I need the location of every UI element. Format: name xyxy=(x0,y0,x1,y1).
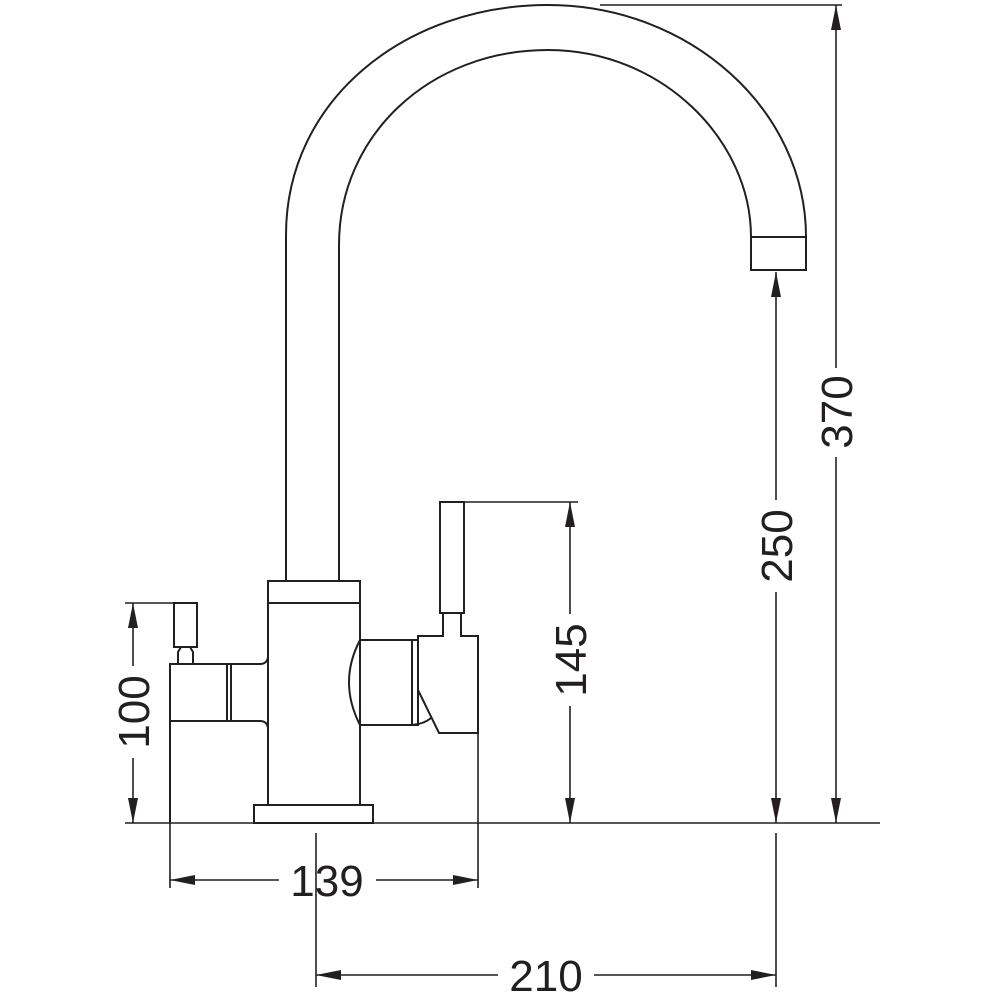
spout xyxy=(285,3,807,581)
dimension-label-370: 370 xyxy=(813,375,862,448)
dimension-label-145: 145 xyxy=(547,623,596,696)
main-body xyxy=(253,580,374,824)
dimension-139: 139 xyxy=(170,857,478,906)
left-handle xyxy=(169,602,269,823)
spout-nozzle xyxy=(750,236,807,271)
dimension-label-139: 139 xyxy=(290,857,363,906)
dimension-100: 100 xyxy=(110,603,159,823)
base-plate xyxy=(253,804,374,824)
dimension-label-210: 210 xyxy=(509,952,582,1000)
dimension-370: 370 xyxy=(813,5,862,823)
dimension-label-100: 100 xyxy=(110,675,159,748)
dimension-label-250: 250 xyxy=(753,509,802,582)
dimension-250: 250 xyxy=(753,272,802,823)
dimension-145: 145 xyxy=(547,502,596,823)
right-handle xyxy=(348,501,479,734)
right-lever xyxy=(439,501,465,614)
dimension-210: 210 xyxy=(316,952,776,1000)
left-lever xyxy=(173,602,198,648)
